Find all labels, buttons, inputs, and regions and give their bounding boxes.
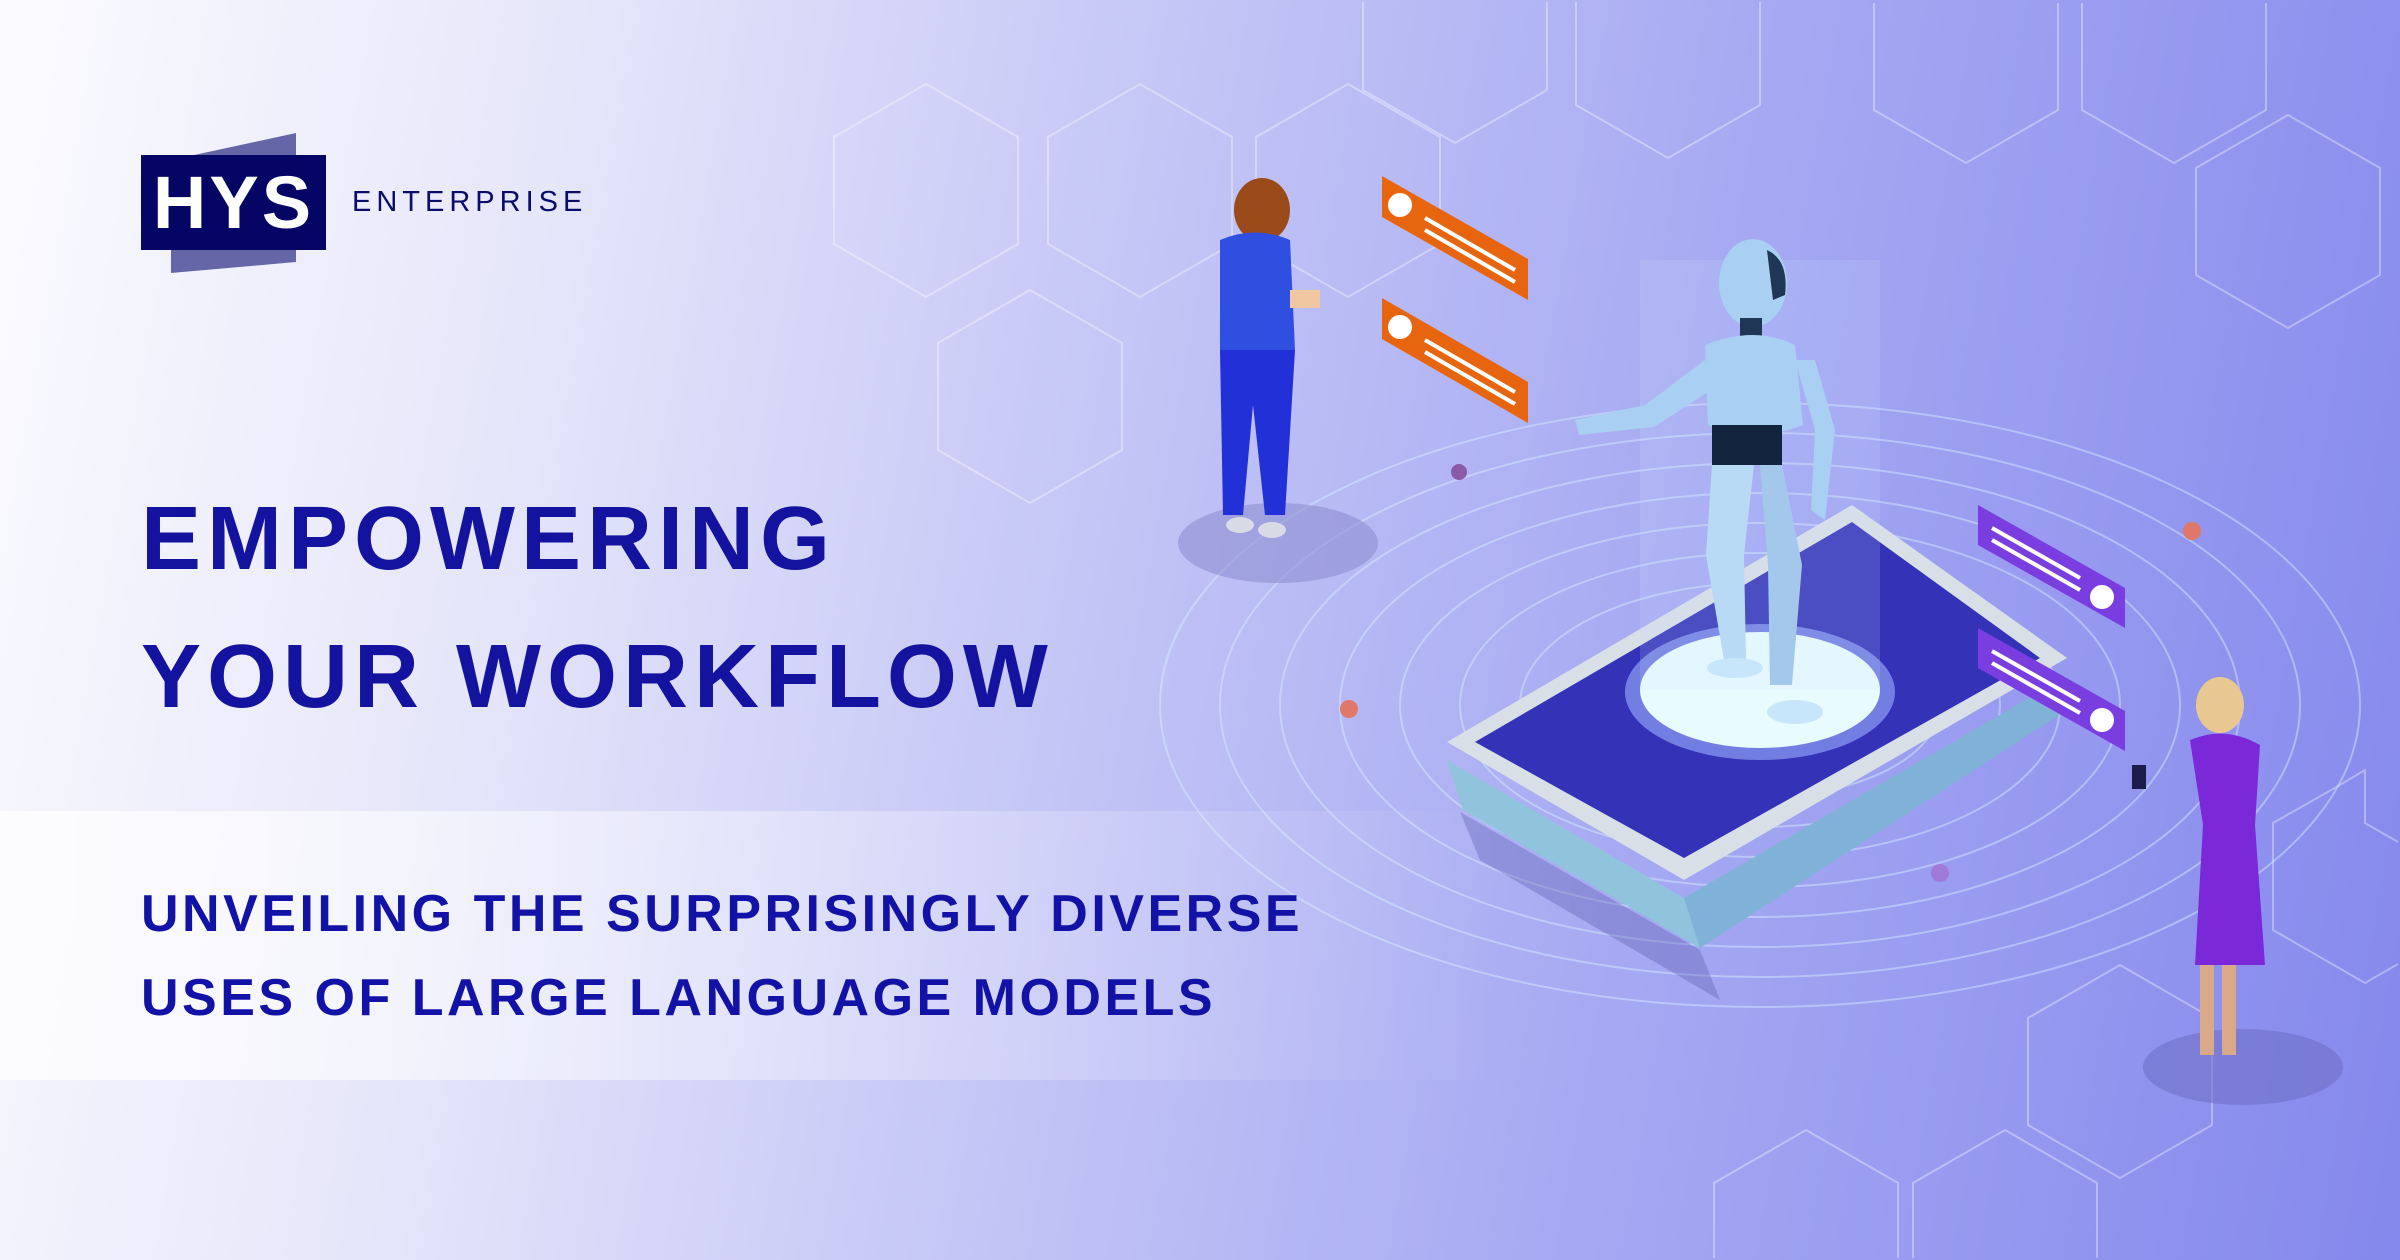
woman-right-figure	[2132, 677, 2343, 1105]
chat-bubbles-purple	[1978, 505, 2125, 751]
logo-suffix: ENTERPRISE	[352, 186, 588, 218]
chat-bubbles-orange	[1382, 176, 1528, 423]
subtitle-line-1: UNVEILING THE SURPRISINGLY DIVERSE	[141, 885, 1304, 943]
logo-backplate	[141, 133, 326, 273]
subtitle-band	[0, 811, 1500, 1080]
robot-figure	[1575, 239, 1835, 724]
headline-line-2: YOUR WORKFLOW	[141, 627, 1054, 727]
subtitle-line-2: USES OF LARGE LANGUAGE MODELS	[141, 969, 1217, 1027]
headline: EMPOWERING YOUR WORKFLOW	[141, 470, 1054, 746]
headline-line-1: EMPOWERING	[141, 489, 837, 589]
logo-mark[interactable]: HYS	[152, 161, 315, 244]
subtitle: UNVEILING THE SURPRISINGLY DIVERSE USES …	[141, 872, 1303, 1040]
floating-dots	[1340, 464, 2201, 882]
woman-left-figure	[1178, 178, 1378, 583]
